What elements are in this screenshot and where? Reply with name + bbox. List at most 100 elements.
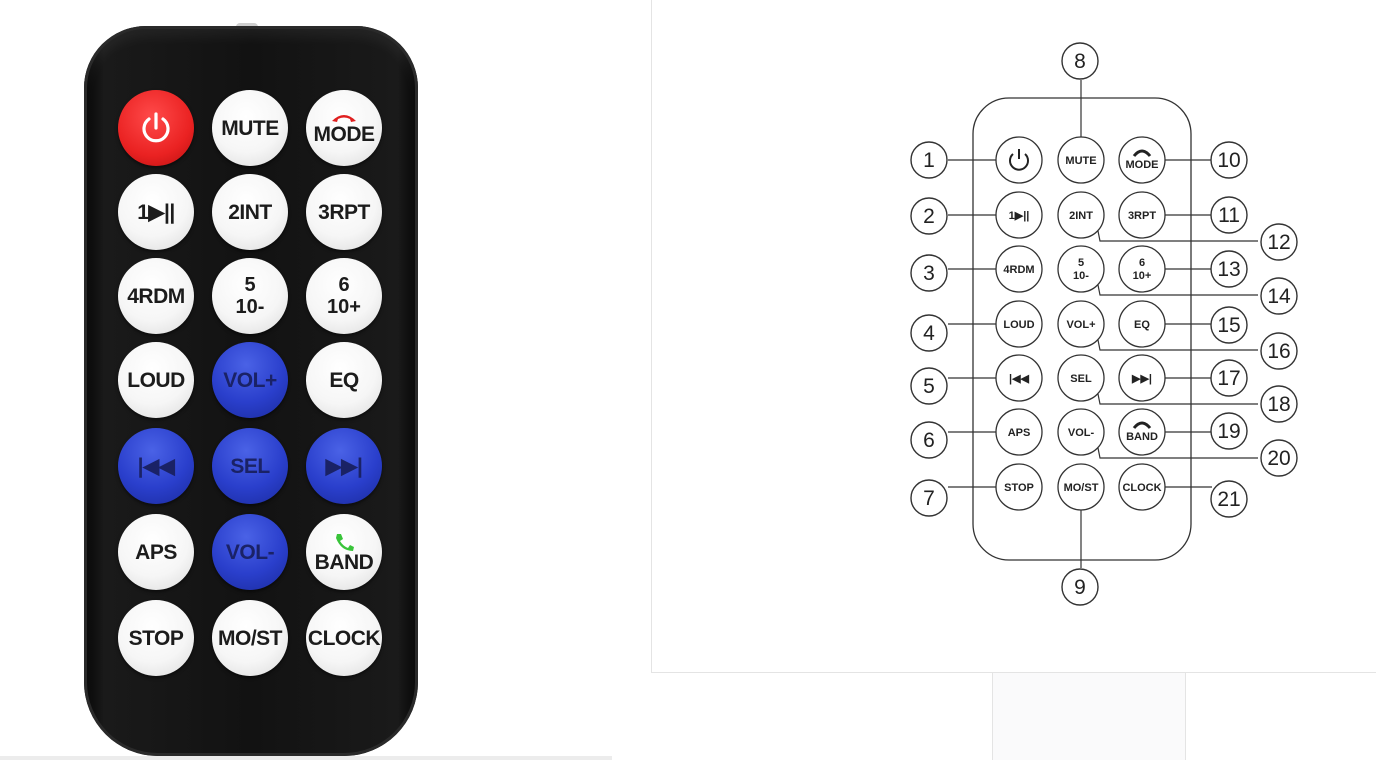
callout-11: 11: [1210, 196, 1248, 234]
diagram-label: |◀◀: [1009, 373, 1030, 385]
diagram-label-bottom: 10+: [1133, 270, 1152, 282]
diagram-button-aps: APS: [995, 408, 1043, 456]
callout-number: 5: [923, 375, 935, 398]
diagram-button-5: 510-: [1057, 245, 1105, 293]
callout-21: 21: [1210, 480, 1248, 518]
diagram-button-clock: CLOCK: [1118, 463, 1166, 511]
diagram-label: VOL-: [1068, 427, 1095, 439]
remote-button-mute[interactable]: MUTE: [212, 90, 288, 166]
diagram-button-next: ▶▶|: [1118, 354, 1166, 402]
remote-button-2int[interactable]: 2INT: [212, 174, 288, 250]
button-label: VOL-: [225, 540, 275, 564]
remote-button-clock[interactable]: CLOCK: [306, 600, 382, 676]
diagram-button-stop: STOP: [995, 463, 1043, 511]
button-label: ▶▶|: [325, 454, 363, 478]
callout-9: 9: [1061, 568, 1099, 606]
diagram-button-loud: LOUD: [995, 300, 1043, 348]
callout-15: 15: [1210, 306, 1248, 344]
remote-button-1[interactable]: 1▶||: [118, 174, 194, 250]
remote-button-loud[interactable]: LOUD: [118, 342, 194, 418]
diagram-button-4rdm: 4RDM: [995, 245, 1043, 293]
remote-button-eq[interactable]: EQ: [306, 342, 382, 418]
diagram-label: VOL+: [1066, 319, 1095, 331]
diagram-label-bottom: 10-: [1073, 270, 1089, 282]
button-label-top: 6: [338, 274, 350, 296]
callout-12: 12: [1260, 223, 1298, 261]
button-label: EQ: [329, 368, 359, 392]
button-label: 1▶||: [137, 200, 175, 224]
button-label: 3RPT: [318, 200, 370, 224]
callout-number: 13: [1217, 258, 1240, 281]
diagram-button-3rpt: 3RPT: [1118, 191, 1166, 239]
lower-panel: [992, 673, 1186, 760]
diagram-button-volminus: VOL-: [1057, 408, 1105, 456]
button-label: LOUD: [127, 368, 185, 392]
remote-button-volminus[interactable]: VOL-: [212, 514, 288, 590]
diagram-button-6: 610+: [1118, 245, 1166, 293]
diagram-label: EQ: [1134, 319, 1150, 331]
callout-number: 21: [1217, 488, 1240, 511]
diagram-button-mute: MUTE: [1057, 136, 1105, 184]
remote-button-most[interactable]: MO/ST: [212, 600, 288, 676]
callout-3: 3: [910, 254, 948, 292]
diagram-label: 1▶||: [1009, 210, 1030, 222]
button-label-bottom: 10+: [327, 296, 361, 318]
callout-number: 8: [1074, 50, 1086, 73]
diagram-label-top: 6: [1139, 257, 1145, 269]
callout-line-12: [1097, 230, 1258, 242]
button-label: VOL+: [223, 368, 277, 392]
button-label: 2INT: [228, 200, 272, 224]
callout-6: 6: [910, 421, 948, 459]
callout-14: 14: [1260, 277, 1298, 315]
callout-number: 19: [1217, 420, 1240, 443]
remote-button-power[interactable]: [118, 90, 194, 166]
diagram-button-most: MO/ST: [1057, 463, 1105, 511]
callout-number: 1: [923, 149, 935, 172]
callout-line-16: [1097, 339, 1258, 351]
callout-line-14: [1097, 284, 1258, 296]
remote-button-4rdm[interactable]: 4RDM: [118, 258, 194, 334]
button-label: MUTE: [221, 116, 279, 140]
call-icon: [336, 533, 354, 551]
remote-button-mode[interactable]: MODE: [306, 90, 382, 166]
button-label: MO/ST: [218, 626, 283, 650]
handset-icon: [1132, 421, 1152, 429]
button-label: BAND: [314, 550, 374, 574]
remote-button-aps[interactable]: APS: [118, 514, 194, 590]
callout-20: 20: [1260, 439, 1298, 477]
callout-number: 14: [1267, 285, 1291, 308]
diagram-label: CLOCK: [1122, 482, 1161, 494]
remote-button-3rpt[interactable]: 3RPT: [306, 174, 382, 250]
button-label: 4RDM: [127, 284, 185, 308]
callout-5: 5: [910, 367, 948, 405]
callout-13: 13: [1210, 250, 1248, 288]
button-label: STOP: [128, 626, 184, 650]
diagram-label: LOUD: [1003, 319, 1034, 331]
callout-number: 9: [1074, 576, 1086, 599]
callout-number: 10: [1217, 149, 1240, 172]
diagram-label: 2INT: [1069, 210, 1093, 222]
diagram-label: 3RPT: [1128, 210, 1156, 222]
callout-line-18: [1097, 393, 1258, 405]
callout-number: 3: [923, 262, 935, 285]
callout-4: 4: [910, 314, 948, 352]
remote-button-band[interactable]: BAND: [306, 514, 382, 590]
remote-button-volplus[interactable]: VOL+: [212, 342, 288, 418]
diagram-button-eq: EQ: [1118, 300, 1166, 348]
remote-button-next[interactable]: ▶▶|: [306, 428, 382, 504]
callout-number: 11: [1218, 204, 1240, 227]
callout-7: 7: [910, 479, 948, 517]
button-label-bottom: 10-: [235, 296, 265, 318]
diagram-label: MODE: [1126, 159, 1159, 171]
remote-button-prev[interactable]: |◀◀: [118, 428, 194, 504]
callout-line-20: [1097, 447, 1258, 459]
photo-divider: [0, 756, 612, 760]
remote-button-stop[interactable]: STOP: [118, 600, 194, 676]
remote-button-sel[interactable]: SEL: [212, 428, 288, 504]
button-label: |◀◀: [137, 454, 175, 478]
diagram-button-power: [995, 136, 1043, 184]
hang-up-icon: [332, 114, 356, 122]
diagram-label: 4RDM: [1003, 264, 1034, 276]
